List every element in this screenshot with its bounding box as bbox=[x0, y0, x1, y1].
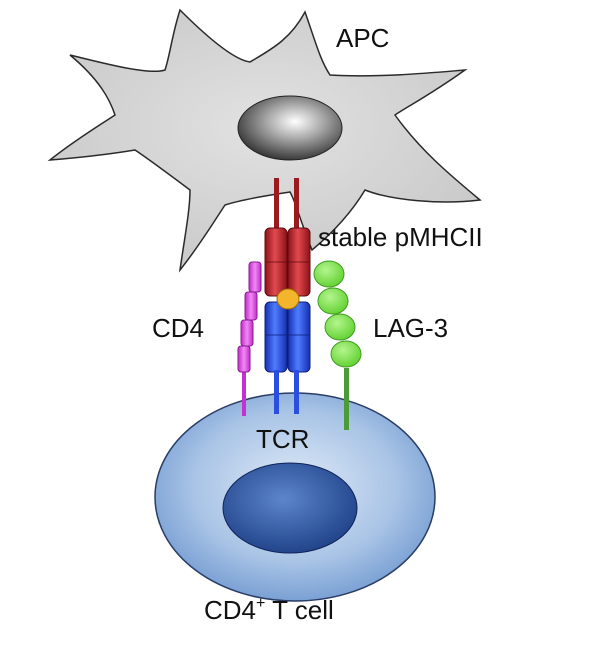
lag3-label: LAG-3 bbox=[373, 313, 448, 343]
cd4-domain-1 bbox=[248, 261, 262, 293]
mhc-beta-stalk bbox=[294, 178, 299, 230]
t-cell-nucleus bbox=[222, 462, 358, 554]
cd4-domain-3 bbox=[240, 319, 254, 347]
tcr-label: TCR bbox=[256, 424, 309, 454]
cd4-label: CD4 bbox=[152, 313, 204, 343]
cd4-stem bbox=[242, 368, 246, 416]
mhc-alpha-stalk bbox=[274, 178, 279, 230]
apc-label: APC bbox=[336, 23, 389, 53]
cd4-domain-4 bbox=[237, 345, 251, 373]
tcr-alpha-domain bbox=[264, 301, 288, 373]
tcr-beta-domain bbox=[287, 301, 311, 373]
t-cell-label: CD4+ T cell bbox=[204, 595, 334, 625]
cd4-domain-2 bbox=[244, 291, 258, 321]
pmhc-label: stable pMHCII bbox=[318, 222, 483, 252]
lag3-domain-2 bbox=[317, 287, 349, 315]
peptide bbox=[276, 288, 300, 310]
t-cell-label-prefix: CD4 bbox=[204, 595, 256, 625]
apc-nucleus bbox=[237, 95, 343, 161]
tcr-alpha-stalk bbox=[274, 370, 279, 414]
tcr-beta-stalk bbox=[294, 370, 299, 414]
lag3-domain-4 bbox=[330, 340, 362, 368]
t-cell-label-suffix: T cell bbox=[265, 595, 333, 625]
lag3-stem bbox=[344, 368, 349, 430]
lag3-domain-3 bbox=[324, 313, 356, 341]
lag3-domain-1 bbox=[313, 260, 345, 288]
t-cell-label-superscript: + bbox=[256, 595, 265, 612]
